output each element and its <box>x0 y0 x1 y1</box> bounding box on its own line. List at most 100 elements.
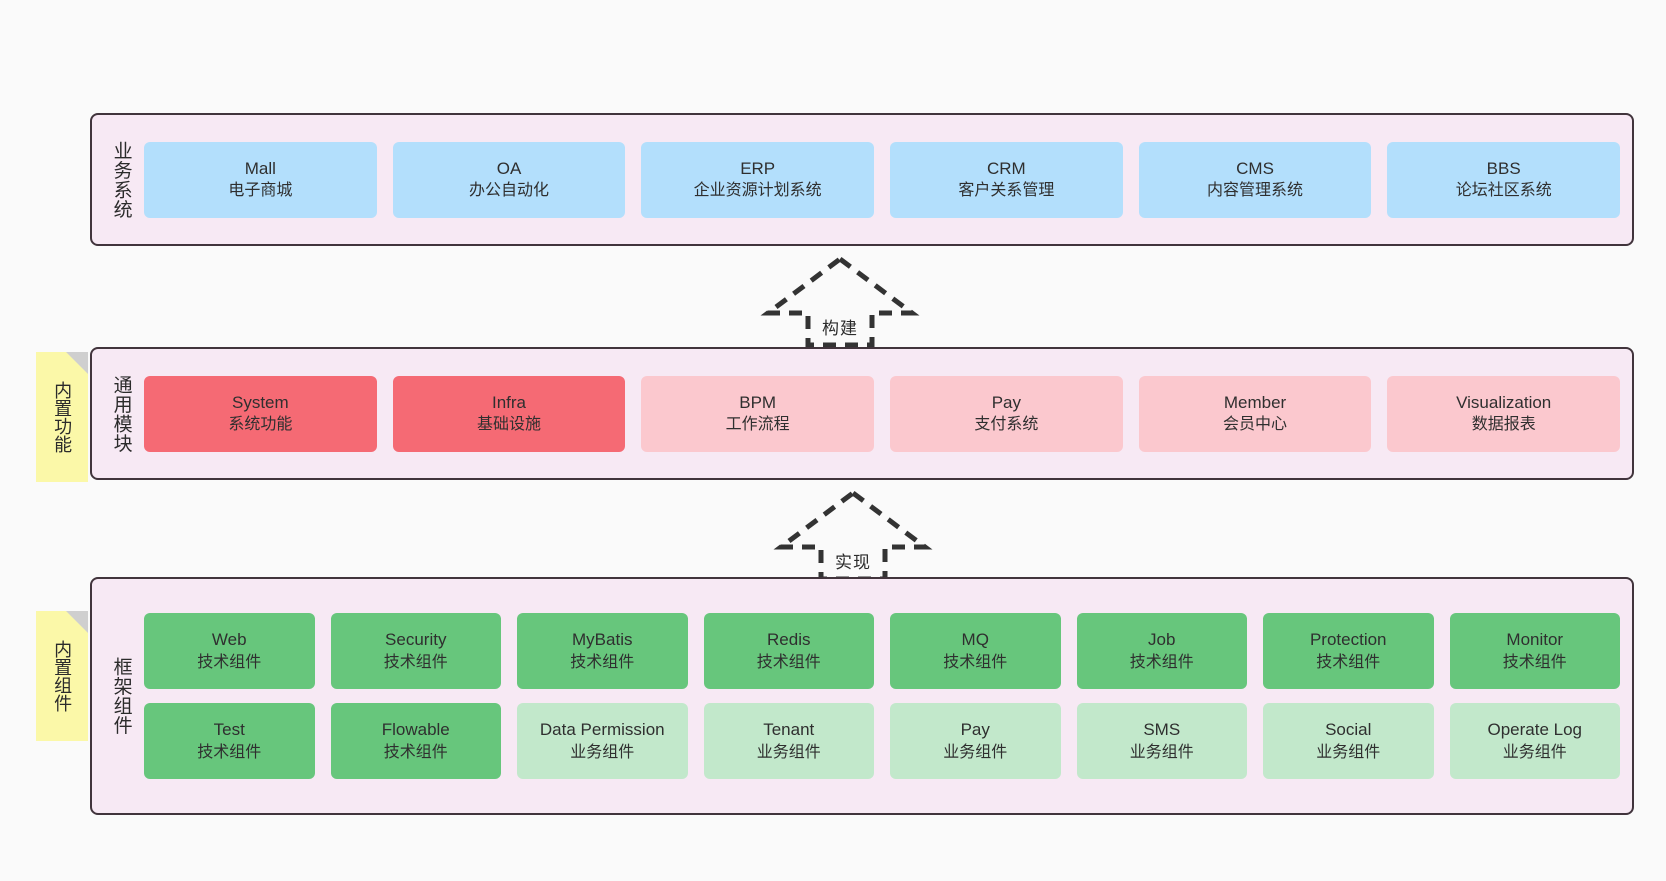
card-title-cn: 技术组件 <box>570 653 635 671</box>
note-builtin-features-label: 内置功能 <box>52 381 73 453</box>
card-title-en: Protection <box>1309 630 1387 650</box>
card-title-en: Test <box>213 720 245 740</box>
card-title-cn: 技术组件 <box>1129 653 1194 671</box>
layer-module-title: 通用模块 <box>110 374 132 453</box>
card-title-en: Social <box>1325 720 1372 740</box>
note-builtin-components: 内置组件 <box>36 611 88 741</box>
card-title-en: Operate Log <box>1487 720 1582 740</box>
card-title-cn: 技术组件 <box>383 653 448 671</box>
card-title-cn: 办公自动化 <box>469 182 550 200</box>
card-title-en: BPM <box>739 392 777 412</box>
card-title-en: Tenant <box>763 720 815 740</box>
card-title-en: Mall <box>244 158 276 178</box>
card-title-en: Pay <box>991 392 1021 412</box>
card-title-en: Job <box>1148 630 1176 650</box>
card-title-en: SMS <box>1143 720 1181 740</box>
framework-card-pay[interactable]: Pay 业务组件 <box>890 703 1061 779</box>
card-title-cn: 会员中心 <box>1223 416 1288 434</box>
card-title-en: Infra <box>491 392 527 412</box>
framework-card-flowable[interactable]: Flowable 技术组件 <box>330 703 501 779</box>
card-title-cn: 系统功能 <box>228 416 293 434</box>
business-card-oa[interactable]: OA 办公自动化 <box>392 141 626 218</box>
card-title-en: Security <box>385 630 447 650</box>
card-title-cn: 工作流程 <box>725 416 790 434</box>
framework-card-mq[interactable]: MQ 技术组件 <box>890 613 1061 689</box>
module-card-member[interactable]: Member 会员中心 <box>1138 375 1372 452</box>
card-title-en: BBS <box>1486 158 1521 178</box>
note-fold-corner-icon <box>66 352 88 374</box>
business-card-cms[interactable]: CMS 内容管理系统 <box>1138 141 1372 218</box>
framework-card-mybatis[interactable]: MyBatis 技术组件 <box>517 613 688 689</box>
framework-card-protection[interactable]: Protection 技术组件 <box>1263 613 1434 689</box>
card-title-en: OA <box>496 158 522 178</box>
card-title-cn: 技术组件 <box>1316 653 1381 671</box>
card-title-en: Visualization <box>1456 392 1552 412</box>
card-title-cn: 业务组件 <box>570 743 635 761</box>
framework-card-web[interactable]: Web 技术组件 <box>144 613 315 689</box>
framework-card-job[interactable]: Job 技术组件 <box>1076 613 1247 689</box>
card-title-cn: 业务组件 <box>943 743 1008 761</box>
card-title-cn: 技术组件 <box>383 743 448 761</box>
card-title-en: Flowable <box>381 720 450 740</box>
card-title-cn: 论坛社区系统 <box>1455 182 1552 200</box>
framework-card-security[interactable]: Security 技术组件 <box>330 613 501 689</box>
framework-card-operate-log[interactable]: Operate Log 业务组件 <box>1449 703 1620 779</box>
card-title-en: CRM <box>986 158 1026 178</box>
card-title-en: ERP <box>740 158 776 178</box>
business-card-mall[interactable]: Mall 电子商城 <box>144 141 377 218</box>
card-title-cn: 业务组件 <box>1502 743 1567 761</box>
card-title-cn: 技术组件 <box>197 653 262 671</box>
module-card-system[interactable]: System 系统功能 <box>144 375 377 452</box>
card-title-cn: 数据报表 <box>1471 416 1536 434</box>
module-card-pay[interactable]: Pay 支付系统 <box>890 375 1123 452</box>
card-title-cn: 业务组件 <box>1316 743 1381 761</box>
connector-arrow-build: 构建 <box>760 253 920 349</box>
framework-card-data-permission[interactable]: Data Permission 业务组件 <box>517 703 688 779</box>
card-title-cn: 技术组件 <box>943 653 1008 671</box>
note-fold-corner-icon <box>66 611 88 633</box>
card-title-en: Data Permission <box>539 720 665 740</box>
framework-card-monitor[interactable]: Monitor 技术组件 <box>1449 613 1620 689</box>
card-title-en: CMS <box>1236 158 1274 178</box>
card-title-en: MyBatis <box>572 630 633 650</box>
card-title-cn: 支付系统 <box>974 416 1039 434</box>
connector-label-implement: 实现 <box>835 553 871 572</box>
business-card-bbs[interactable]: BBS 论坛社区系统 <box>1387 141 1621 218</box>
card-title-cn: 技术组件 <box>756 653 821 671</box>
card-title-en: Pay <box>960 720 990 740</box>
card-title-cn: 内容管理系统 <box>1207 182 1304 200</box>
framework-card-test[interactable]: Test 技术组件 <box>144 703 315 779</box>
card-title-en: Monitor <box>1506 630 1564 650</box>
module-card-visualization[interactable]: Visualization 数据报表 <box>1387 375 1621 452</box>
framework-card-social[interactable]: Social 业务组件 <box>1263 703 1434 779</box>
card-title-en: System <box>231 392 289 412</box>
connector-arrow-implement: 实现 <box>773 487 933 583</box>
card-title-en: MQ <box>961 630 989 650</box>
layer-framework-title: 框架组件 <box>110 657 132 735</box>
card-title-en: Web <box>211 630 247 650</box>
card-title-en: Member <box>1223 392 1287 412</box>
card-title-cn: 技术组件 <box>1502 653 1567 671</box>
module-card-bpm[interactable]: BPM 工作流程 <box>641 375 875 452</box>
note-builtin-features: 内置功能 <box>36 352 88 482</box>
note-builtin-components-label: 内置组件 <box>52 640 73 712</box>
framework-card-tenant[interactable]: Tenant 业务组件 <box>703 703 874 779</box>
card-title-cn: 技术组件 <box>197 743 262 761</box>
card-title-cn: 电子商城 <box>228 182 293 200</box>
card-title-cn: 业务组件 <box>756 743 821 761</box>
